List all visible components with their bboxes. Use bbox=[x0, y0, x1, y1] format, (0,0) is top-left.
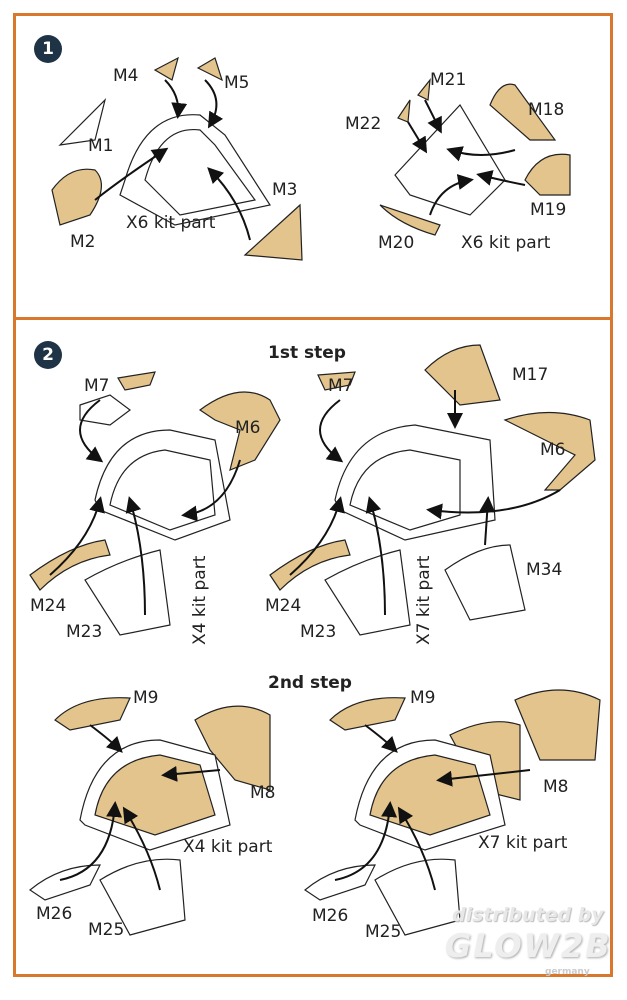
label-m7: M7 bbox=[328, 376, 354, 396]
label-m6: M6 bbox=[235, 418, 261, 438]
mask-m23 bbox=[84, 549, 171, 636]
label-m24: M24 bbox=[30, 596, 67, 616]
step-badge-1: 1 bbox=[34, 35, 62, 63]
label-m19: M19 bbox=[530, 200, 567, 220]
watermark-country: germany bbox=[545, 967, 590, 977]
label-m5: M5 bbox=[224, 73, 250, 93]
mask-m6b bbox=[503, 411, 596, 491]
label-m20: M20 bbox=[378, 233, 415, 253]
label-m18: M18 bbox=[528, 100, 565, 120]
mask-m1 bbox=[58, 98, 107, 146]
kit-part-x6-b bbox=[394, 104, 506, 216]
mask-m26 bbox=[28, 864, 101, 901]
label-m4: M4 bbox=[113, 66, 139, 86]
step-2-panel bbox=[13, 317, 613, 977]
label-kit-x7-b: X7 kit part bbox=[414, 555, 434, 645]
mask-m24 bbox=[29, 539, 111, 591]
label-m34: M34 bbox=[526, 560, 563, 580]
mask-m20 bbox=[379, 204, 441, 236]
label-m26: M26 bbox=[36, 904, 73, 924]
label-m9: M9 bbox=[410, 688, 436, 708]
heading-1st-step: 1st step bbox=[268, 343, 346, 363]
label-m26: M26 bbox=[312, 906, 349, 926]
label-m8: M8 bbox=[543, 777, 569, 797]
step-badge-2: 2 bbox=[34, 341, 62, 369]
mask-m2 bbox=[51, 168, 102, 226]
mask-m18 bbox=[489, 83, 557, 141]
mask-m7 bbox=[117, 371, 156, 391]
mask-m9 bbox=[54, 697, 131, 731]
heading-2nd-step: 2nd step bbox=[268, 673, 352, 693]
label-m3: M3 bbox=[272, 180, 298, 200]
mask-m34 bbox=[444, 544, 526, 621]
label-m7: M7 bbox=[84, 376, 110, 396]
label-m8: M8 bbox=[250, 783, 276, 803]
label-kit-x7-d: X7 kit part bbox=[478, 833, 568, 853]
label-m2: M2 bbox=[70, 232, 96, 252]
label-m24: M24 bbox=[265, 596, 302, 616]
label-kit-x6-left: X6 kit part bbox=[126, 213, 216, 233]
label-m25: M25 bbox=[88, 920, 125, 940]
label-m1: M1 bbox=[88, 136, 114, 156]
label-m23: M23 bbox=[300, 622, 337, 642]
mask-m22 bbox=[397, 99, 411, 123]
mask-m19 bbox=[524, 153, 571, 196]
mask-m4 bbox=[153, 56, 179, 81]
mask-m6 bbox=[198, 391, 281, 471]
mask-m3 bbox=[243, 203, 303, 261]
label-kit-x4-c: X4 kit part bbox=[183, 837, 273, 857]
label-m6: M6 bbox=[540, 440, 566, 460]
mask-m21 bbox=[417, 78, 431, 101]
mask-m25 bbox=[99, 858, 186, 936]
label-m21: M21 bbox=[430, 70, 467, 90]
mask-m8 bbox=[194, 705, 271, 791]
mask-m17 bbox=[424, 344, 501, 406]
mask-m5 bbox=[196, 57, 224, 82]
arrows bbox=[49, 79, 561, 891]
label-m25: M25 bbox=[365, 922, 402, 942]
label-m9: M9 bbox=[133, 688, 159, 708]
label-m17: M17 bbox=[512, 365, 549, 385]
label-m23: M23 bbox=[66, 622, 103, 642]
label-m22: M22 bbox=[345, 114, 382, 134]
label-kit-x6-right: X6 kit part bbox=[461, 233, 551, 253]
label-kit-x4-a: X4 kit part bbox=[190, 555, 210, 645]
watermark-logo: GLOW2B bbox=[445, 927, 612, 965]
watermark-distributed-by: distributed by bbox=[452, 904, 604, 926]
